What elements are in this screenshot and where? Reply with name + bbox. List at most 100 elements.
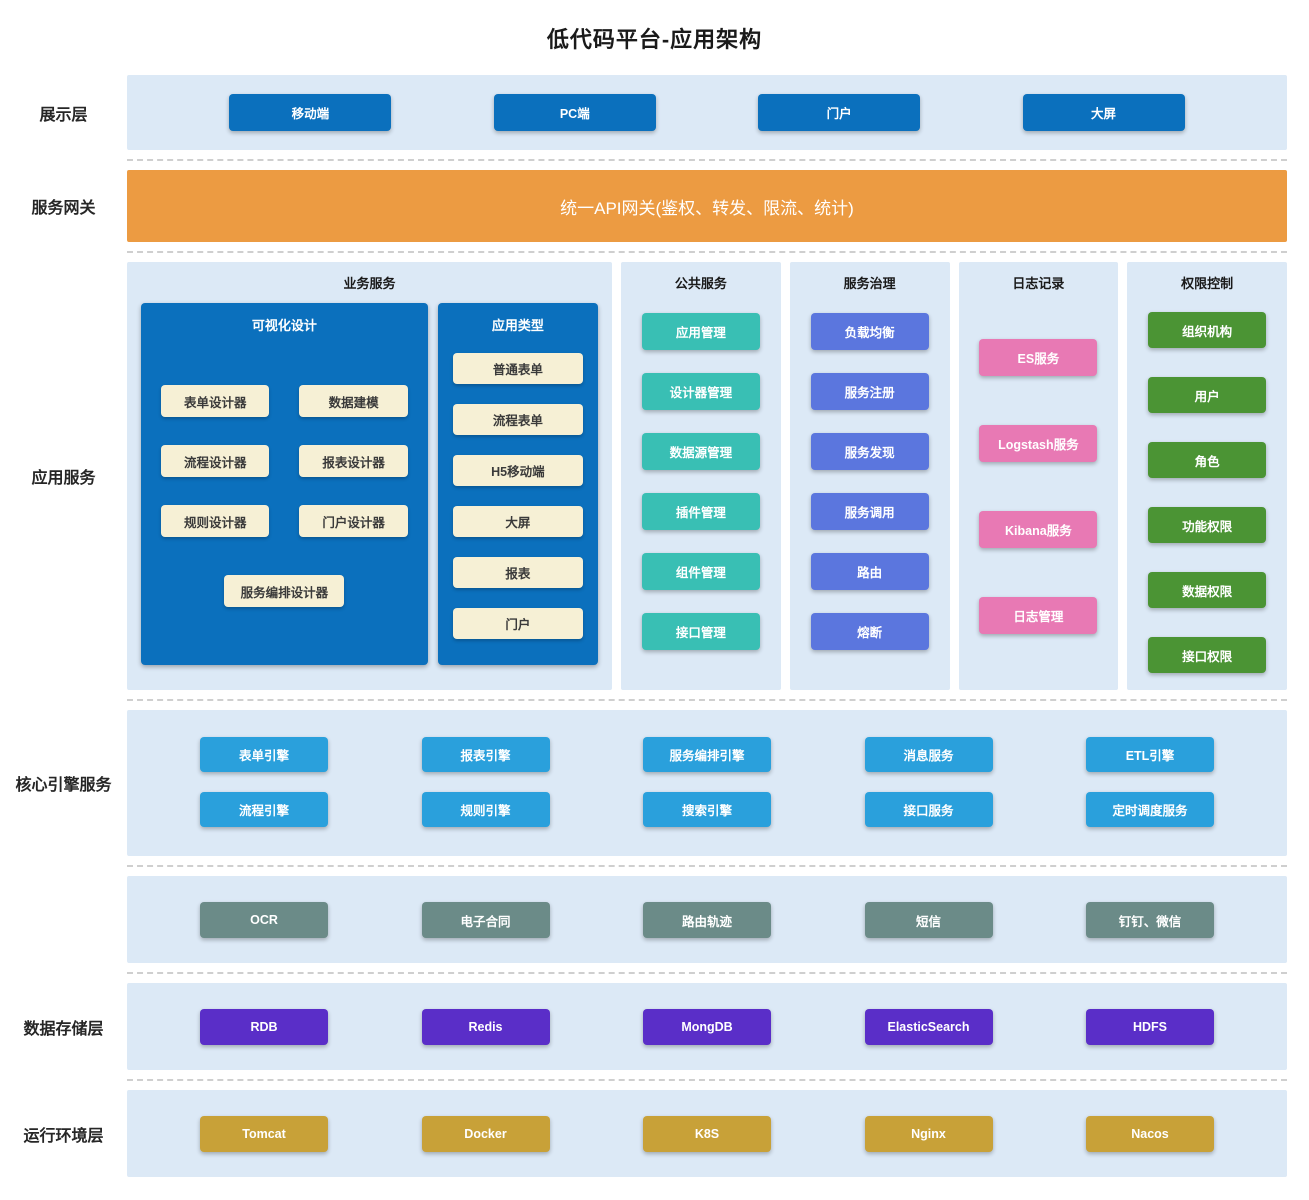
docker-node: Docker [421,1116,550,1152]
organization-node: 组织机构 [1148,312,1267,348]
api-service-node: 接口服务 [864,792,993,827]
service-orchestration-designer-node: 服务编排设计器 [224,575,345,607]
rule-engine-node: 规则引擎 [421,792,550,827]
kibana-service-node: Kibana服务 [979,511,1098,548]
process-form-node: 流程表单 [452,404,583,435]
storage-panel: RDB Redis MongDB ElasticSearch HDFS [127,983,1287,1070]
engines-layer: 核心引擎服务 表单引擎 流程引擎 报表引擎 规则引擎 服务编排引擎 搜索引擎 消… [0,710,1309,856]
permissions-title: 权限控制 [1181,276,1234,291]
public-services-title: 公共服务 [674,276,727,291]
logstash-service-node: Logstash服务 [979,425,1098,462]
h5-mobile-node: H5移动端 [452,455,583,486]
logging-title: 日志记录 [1012,276,1065,291]
process-engine-node: 流程引擎 [200,792,328,827]
elasticsearch-node: ElasticSearch [864,1009,993,1045]
data-permission-node: 数据权限 [1148,572,1267,608]
mobile-node: 移动端 [229,94,392,131]
process-designer-node: 流程设计器 [161,445,270,477]
capabilities-panel: OCR 电子合同 路由轨迹 短信 钉钉、微信 [127,876,1287,963]
nginx-node: Nginx [864,1116,993,1152]
load-balancing-node: 负载均衡 [810,313,929,350]
log-management-node: 日志管理 [979,597,1098,634]
business-services-title: 业务服务 [343,276,396,291]
storage-layer: 数据存储层 RDB Redis MongDB ElasticSearch HDF… [0,983,1309,1070]
service-invocation-node: 服务调用 [810,493,929,530]
report-type-node: 报表 [452,557,583,588]
separator [0,856,1309,876]
es-service-node: ES服务 [979,339,1098,376]
presentation-layer-panel: 移动端 PC端 门户 大屏 [127,75,1287,150]
pc-node: PC端 [493,94,656,131]
runtime-layer: 运行环境层 Tomcat Docker K8S Nginx Nacos [0,1090,1309,1177]
report-designer-node: 报表设计器 [299,445,408,477]
separator [0,1070,1309,1090]
permissions-panel: 权限控制 组织机构 用户 角色 功能权限 数据权限 接口权限 [1127,262,1287,690]
role-node: 角色 [1148,442,1267,478]
function-permission-node: 功能权限 [1148,507,1267,543]
datasource-management-node: 数据源管理 [641,433,760,470]
separator [0,963,1309,983]
circuit-breaker-node: 熔断 [810,613,929,650]
user-node: 用户 [1148,377,1267,413]
sms-node: 短信 [864,902,993,938]
portal-node: 门户 [758,94,921,131]
visual-design-title: 可视化设计 [251,318,317,333]
mongdb-node: MongDB [643,1009,771,1045]
scheduler-service-node: 定时调度服务 [1086,792,1214,827]
api-permission-node: 接口权限 [1148,637,1267,673]
bigscreen-type-node: 大屏 [452,506,583,537]
nacos-node: Nacos [1086,1116,1214,1152]
service-registration-node: 服务注册 [810,373,929,410]
engines-panel: 表单引擎 流程引擎 报表引擎 规则引擎 服务编排引擎 搜索引擎 消息服务 接口服… [127,710,1287,856]
redis-node: Redis [421,1009,550,1045]
business-services-panel: 业务服务 可视化设计 表单设计器 数据建模 流程设计器 报表设计器 规则设计器 … [127,262,612,690]
form-engine-node: 表单引擎 [200,737,328,772]
message-service-node: 消息服务 [864,737,993,772]
route-track-node: 路由轨迹 [643,902,771,938]
routing-node: 路由 [810,553,929,590]
orchestration-engine-node: 服务编排引擎 [643,737,771,772]
rdb-node: RDB [200,1009,328,1045]
runtime-layer-label: 运行环境层 [23,1127,104,1145]
normal-form-node: 普通表单 [452,353,583,384]
portal-type-node: 门户 [452,608,583,639]
runtime-panel: Tomcat Docker K8S Nginx Nacos [127,1090,1287,1177]
report-engine-node: 报表引擎 [421,737,550,772]
presentation-layer-label: 展示层 [39,106,88,124]
application-layer: 应用服务 业务服务 可视化设计 表单设计器 数据建模 流程设计器 报表设计器 规… [0,262,1309,690]
capabilities-layer-label [0,876,127,963]
service-discovery-node: 服务发现 [810,433,929,470]
gateway-layer: 服务网关 统一API网关(鉴权、转发、限流、统计) [0,170,1309,242]
page-title: 低代码平台-应用架构 [546,26,763,52]
app-types-box: 应用类型 普通表单 流程表单 H5移动端 大屏 报表 门户 [437,303,598,665]
etl-engine-node: ETL引擎 [1086,737,1214,772]
api-gateway-node: 统一API网关(鉴权、转发、限流、统计) [127,170,1287,242]
app-management-node: 应用管理 [641,313,760,350]
storage-layer-label: 数据存储层 [23,1020,104,1038]
k8s-node: K8S [643,1116,771,1152]
governance-title: 服务治理 [843,276,896,291]
data-modeling-node: 数据建模 [299,385,408,417]
capabilities-layer: OCR 电子合同 路由轨迹 短信 钉钉、微信 [0,876,1309,963]
governance-panel: 服务治理 负载均衡 服务注册 服务发现 服务调用 路由 熔断 [789,262,950,690]
engines-layer-label: 核心引擎服务 [15,777,112,794]
public-services-panel: 公共服务 应用管理 设计器管理 数据源管理 插件管理 组件管理 接口管理 [621,262,781,690]
separator [0,150,1309,170]
form-designer-node: 表单设计器 [161,385,270,417]
plugin-management-node: 插件管理 [641,493,760,530]
component-management-node: 组件管理 [641,553,760,590]
dingtalk-wechat-node: 钉钉、微信 [1086,902,1214,938]
logging-panel: 日志记录 ES服务 Logstash服务 Kibana服务 日志管理 [958,262,1119,690]
search-engine-node: 搜索引擎 [643,792,771,827]
application-layer-label: 应用服务 [31,470,96,487]
rule-designer-node: 规则设计器 [161,505,270,537]
api-management-node: 接口管理 [641,613,760,650]
separator [0,242,1309,262]
bigscreen-node: 大屏 [1022,94,1185,131]
visual-design-box: 可视化设计 表单设计器 数据建模 流程设计器 报表设计器 规则设计器 门户设计器… [141,303,428,665]
ocr-node: OCR [200,902,328,938]
separator [0,690,1309,710]
presentation-layer: 展示层 移动端 PC端 门户 大屏 [0,75,1309,150]
gateway-layer-label: 服务网关 [31,200,96,217]
